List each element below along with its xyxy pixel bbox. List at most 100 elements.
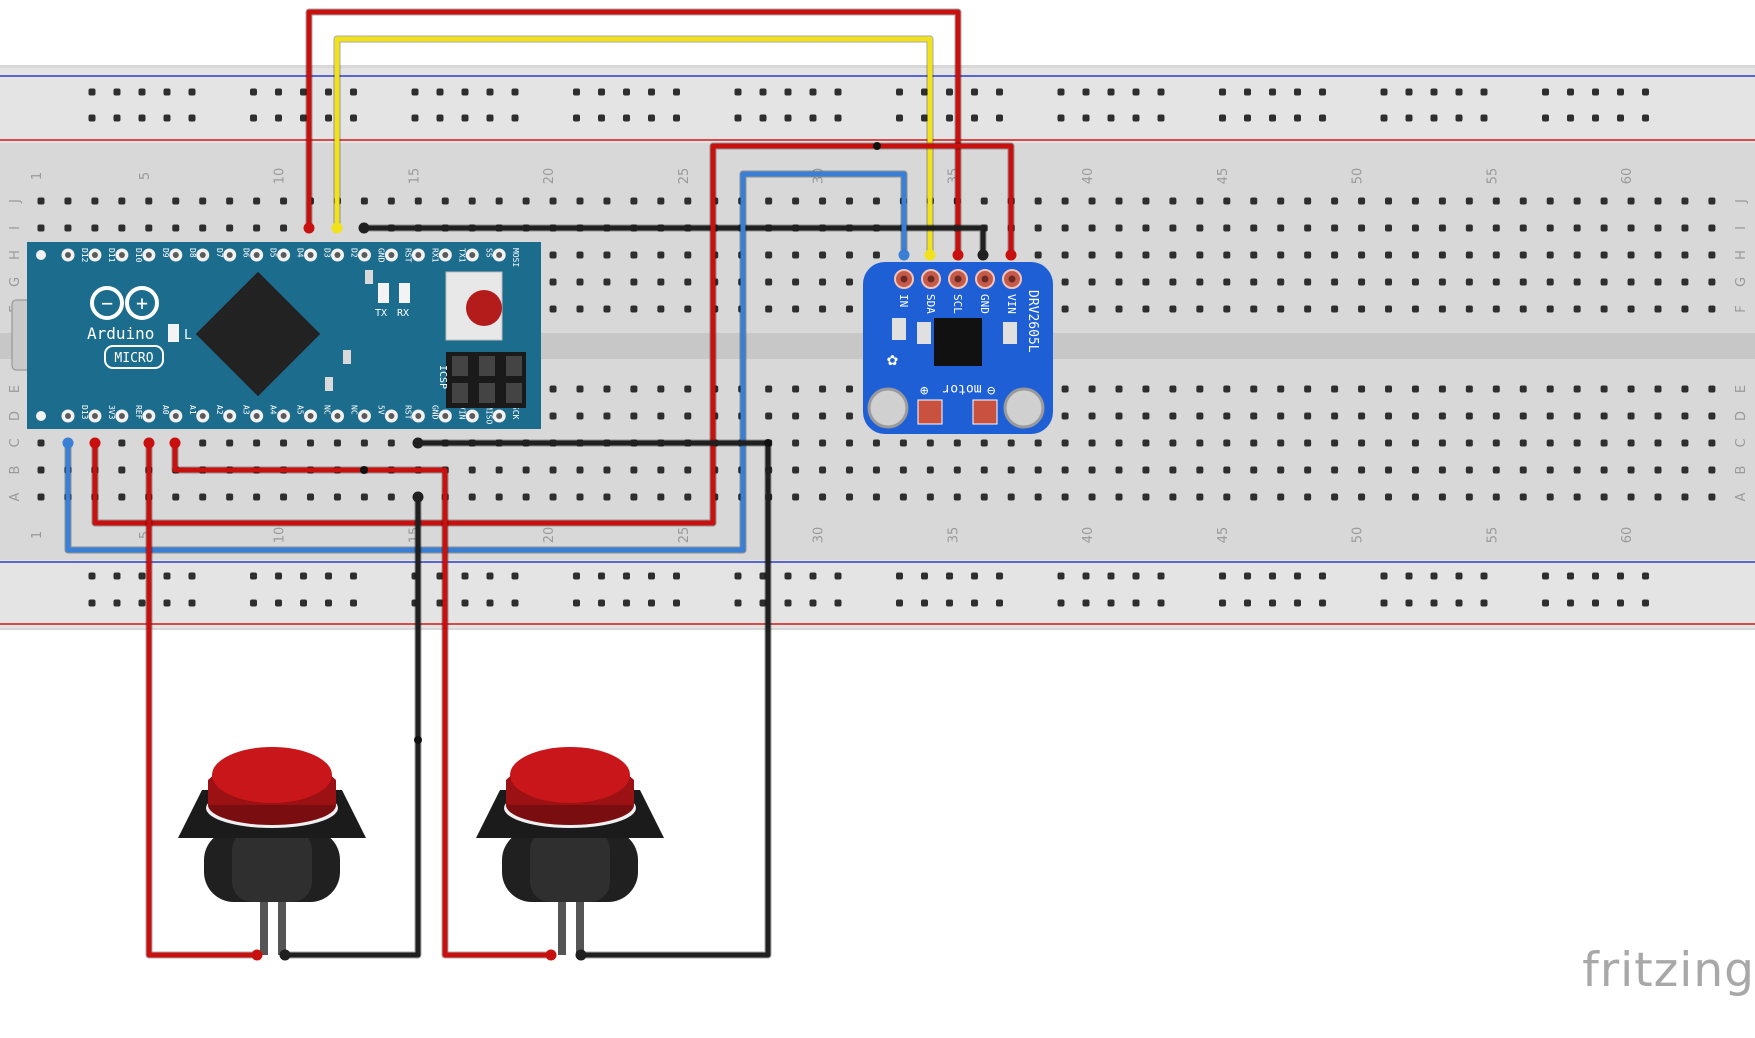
rail-hole <box>896 88 903 96</box>
black-wire-button2-gnd-endpoint[interactable] <box>412 437 424 449</box>
breadboard-hole <box>1492 412 1500 420</box>
arduino-pin-label: 5V <box>376 405 385 415</box>
rail-hole <box>598 599 605 607</box>
breadboard-hole <box>630 278 638 286</box>
breadboard-hole <box>1250 439 1258 447</box>
rail-hole <box>734 599 742 607</box>
driver-pin-hole <box>981 275 989 283</box>
rail-hole <box>436 599 444 607</box>
rail-hole <box>759 599 767 607</box>
red-wire-button2[interactable] <box>172 440 554 958</box>
breadboard-hole <box>1708 412 1716 420</box>
arduino-pin-hole <box>199 413 206 419</box>
rail-hole <box>188 572 196 580</box>
yellow-wire-sda-endpoint[interactable] <box>331 222 343 234</box>
red-wire-button1[interactable] <box>146 440 260 958</box>
breadboard-hole <box>1654 385 1662 393</box>
breadboard-hole <box>64 224 72 232</box>
breadboard-hole <box>495 466 503 474</box>
rail-hole <box>1430 114 1438 122</box>
red-wire-button1-endpoint[interactable] <box>251 949 263 961</box>
red-wire-button2-endpoint[interactable] <box>169 437 181 449</box>
breadboard-hole <box>603 493 611 501</box>
rail-hole <box>896 599 903 607</box>
red-wire-button2-endpoint[interactable] <box>545 949 557 961</box>
rail-hole <box>1082 88 1090 96</box>
arduino-pin-hole <box>145 413 152 419</box>
rail-hole <box>436 572 444 580</box>
blue-wire-in-endpoint[interactable] <box>62 437 74 449</box>
red-wire-scl-endpoint[interactable] <box>952 249 964 261</box>
red-wire-button1-endpoint[interactable] <box>143 437 155 449</box>
black-wire-driver-gnd-endpoint[interactable] <box>358 222 370 234</box>
arduino-pin-hole <box>442 413 449 419</box>
breadboard-hole <box>1654 493 1662 501</box>
motor-pad-plus <box>917 399 943 425</box>
red-wire-vin-endpoint[interactable] <box>1005 249 1017 261</box>
breadboard-hole <box>145 197 153 205</box>
breadboard-hole <box>253 197 261 205</box>
blue-wire-in-endpoint[interactable] <box>898 249 910 261</box>
smd-component <box>343 350 351 364</box>
red-wire-vin-endpoint[interactable] <box>89 437 101 449</box>
red-wire-scl-endpoint[interactable] <box>303 222 315 234</box>
breadboard-hole <box>1492 224 1500 232</box>
yellow-wire-sda-endpoint[interactable] <box>924 249 936 261</box>
row-letter: J <box>8 199 23 204</box>
breadboard-hole <box>819 197 827 205</box>
arduino-pin-hole <box>91 413 98 419</box>
red-wire-scl[interactable] <box>306 9 961 258</box>
blue-wire-in[interactable] <box>65 171 907 553</box>
breadboard-hole <box>792 412 800 420</box>
button-leg <box>576 895 584 955</box>
black-wire-button2-gnd-endpoint[interactable] <box>575 949 587 961</box>
breadboard-hole <box>1169 412 1177 420</box>
breadboard-hole <box>280 439 288 447</box>
breadboard-hole <box>1358 412 1366 420</box>
breadboard-hole <box>1681 466 1689 474</box>
breadboard-hole <box>1600 278 1608 286</box>
rail-hole <box>971 572 978 580</box>
black-wire-button1-gnd-endpoint[interactable] <box>412 491 424 503</box>
arduino-pin-hole <box>226 252 233 258</box>
push-button[interactable] <box>178 747 366 955</box>
rail-hole <box>1455 572 1463 580</box>
black-wire-button1-gnd-endpoint[interactable] <box>279 949 291 961</box>
rail-hole <box>138 114 146 122</box>
breadboard-hole <box>1627 493 1635 501</box>
rail-hole <box>734 114 742 122</box>
row-letter: A <box>8 492 23 501</box>
arduino-pin-hole <box>172 252 179 258</box>
button-cap-top <box>212 747 332 803</box>
breadboard-hole <box>576 278 584 286</box>
black-wire-button1-gnd[interactable] <box>282 494 421 958</box>
breadboard-hole <box>1411 224 1419 232</box>
rail-hole <box>188 114 196 122</box>
breadboard-hole <box>819 412 827 420</box>
push-button[interactable] <box>476 747 664 955</box>
rail-hole <box>350 599 357 607</box>
breadboard-hole <box>792 439 800 447</box>
arduino-pin-hole <box>253 413 260 419</box>
rail-hole <box>1542 572 1549 580</box>
rail-hole <box>1642 88 1649 96</box>
red-wire-vin[interactable] <box>92 143 1014 526</box>
breadboard-labels: 1155101015152020252530303535404045455050… <box>8 168 1749 544</box>
rail-hole <box>1319 572 1326 580</box>
black-wire-button2-gnd[interactable] <box>415 440 771 958</box>
breadboard-hole <box>1250 466 1258 474</box>
breadboard-hole <box>1708 466 1716 474</box>
rail-hole <box>1219 114 1226 122</box>
breadboard-hole <box>1385 251 1392 259</box>
black-wire-driver-gnd-endpoint[interactable] <box>977 249 989 261</box>
breadboard-hole <box>657 412 665 420</box>
rail-hole <box>1082 572 1090 580</box>
rail-hole <box>1617 572 1624 580</box>
breadboard-hole <box>1250 385 1258 393</box>
breadboard-hole <box>118 493 126 501</box>
driver-pin-label: SCL <box>951 294 964 314</box>
driver-pin-hole <box>954 275 962 283</box>
black-wire-driver-gnd[interactable] <box>361 225 986 258</box>
breadboard-hole <box>1061 224 1069 232</box>
rail-hole <box>511 114 519 122</box>
